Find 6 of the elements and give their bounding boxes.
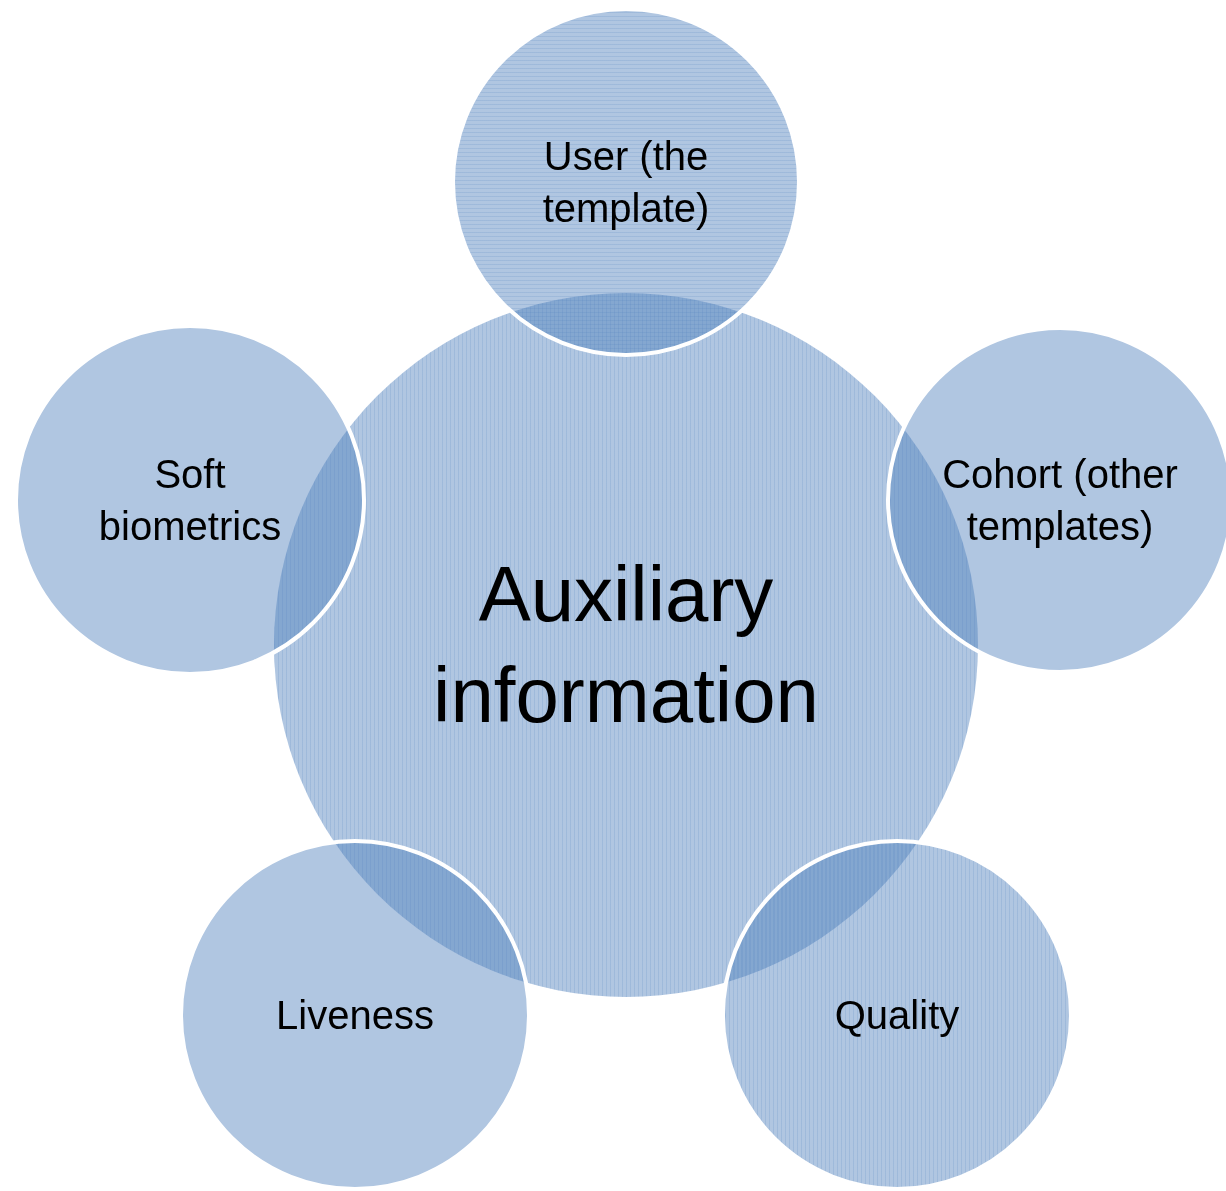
node-label: Liveness bbox=[276, 992, 434, 1039]
node-label: User (the template) bbox=[541, 133, 711, 232]
node-label: Cohort (other templates) bbox=[941, 451, 1179, 550]
node-label: Quality bbox=[834, 992, 960, 1039]
node-label: Soft biometrics bbox=[97, 451, 283, 550]
node-label: Auxiliary information bbox=[432, 548, 820, 741]
